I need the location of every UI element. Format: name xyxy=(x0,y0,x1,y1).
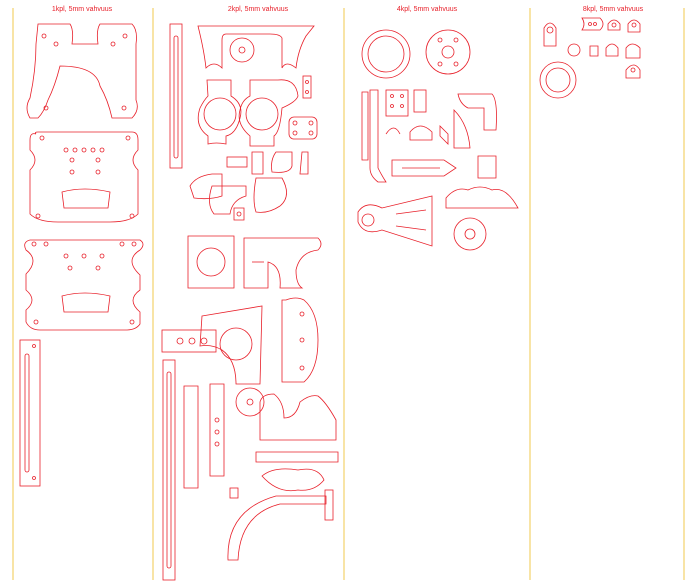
part-bracket-1 xyxy=(189,173,223,200)
part-long-rail xyxy=(162,359,176,581)
column-title-1kpl: 1kpl, 5mm vahvuus xyxy=(51,5,113,14)
part-arm-a xyxy=(251,151,264,175)
part-saddle xyxy=(259,393,337,441)
part-wedge-plate xyxy=(199,305,263,385)
part-small-tab xyxy=(302,75,312,99)
part-clamp xyxy=(288,116,318,140)
column-title-4kpl: 4kpl, 5mm vahvuus xyxy=(396,5,458,14)
part-ring-disk xyxy=(539,61,577,99)
part-bar-a xyxy=(361,91,369,161)
part-bracket-2 xyxy=(209,185,247,215)
part-loop-1 xyxy=(543,22,557,47)
part-hole-block xyxy=(385,89,409,117)
part-cross-bar xyxy=(255,451,339,463)
hole-grid xyxy=(35,135,135,219)
part-arch-2 xyxy=(625,43,641,59)
part-gear-disk xyxy=(235,387,265,417)
part-long-bar xyxy=(19,339,41,487)
part-hook xyxy=(457,93,497,131)
part-corner xyxy=(453,109,471,149)
part-yoke xyxy=(243,237,322,289)
part-small-block xyxy=(233,207,245,221)
part-column-b xyxy=(209,383,225,477)
parts-8kpl xyxy=(539,17,641,99)
part-bracket-3 xyxy=(253,177,287,213)
part-end-tab xyxy=(324,489,334,521)
column-title-2kpl: 2kpl, 5mm vahvuus xyxy=(227,5,289,14)
part-column-a xyxy=(183,385,199,489)
part-step xyxy=(477,155,497,179)
part-mid-plate xyxy=(29,131,139,223)
part-bar-b xyxy=(369,89,387,183)
part-paddle xyxy=(357,195,433,247)
part-top-frame xyxy=(26,23,138,119)
parts-1kpl xyxy=(19,23,144,487)
column-title-8kpl: 8kpl, 5mm vahvuus xyxy=(582,5,644,14)
part-spacer xyxy=(226,156,248,168)
part-arm-b xyxy=(271,151,293,173)
part-axle-bar xyxy=(161,329,217,353)
part-tiny-block xyxy=(229,487,239,499)
part-slot-bar xyxy=(169,23,183,169)
part-clip xyxy=(439,125,449,145)
parts-2kpl xyxy=(161,23,339,581)
part-round-flange xyxy=(453,217,487,251)
part-arch-1 xyxy=(605,43,619,57)
part-motor-bridge xyxy=(197,25,315,69)
part-link xyxy=(581,17,604,31)
part-shuttle xyxy=(391,159,457,177)
part-hub-flange xyxy=(425,29,471,75)
part-bearing-holder-right xyxy=(238,79,299,147)
part-bearing-holder-left xyxy=(197,79,242,145)
part-washer xyxy=(567,43,581,57)
part-arm-c xyxy=(299,151,309,175)
part-arc-bracket xyxy=(281,297,319,383)
part-small-plate xyxy=(413,89,427,113)
part-cam xyxy=(261,468,325,492)
part-lower-plate xyxy=(24,239,144,331)
part-motor-plate xyxy=(187,235,235,289)
part-curved-arm xyxy=(227,495,327,561)
part-arch-3 xyxy=(625,64,641,79)
column-dividers xyxy=(12,8,685,580)
parts-4kpl xyxy=(357,29,519,251)
part-wave xyxy=(445,186,519,209)
part-ring-flange xyxy=(361,29,411,79)
